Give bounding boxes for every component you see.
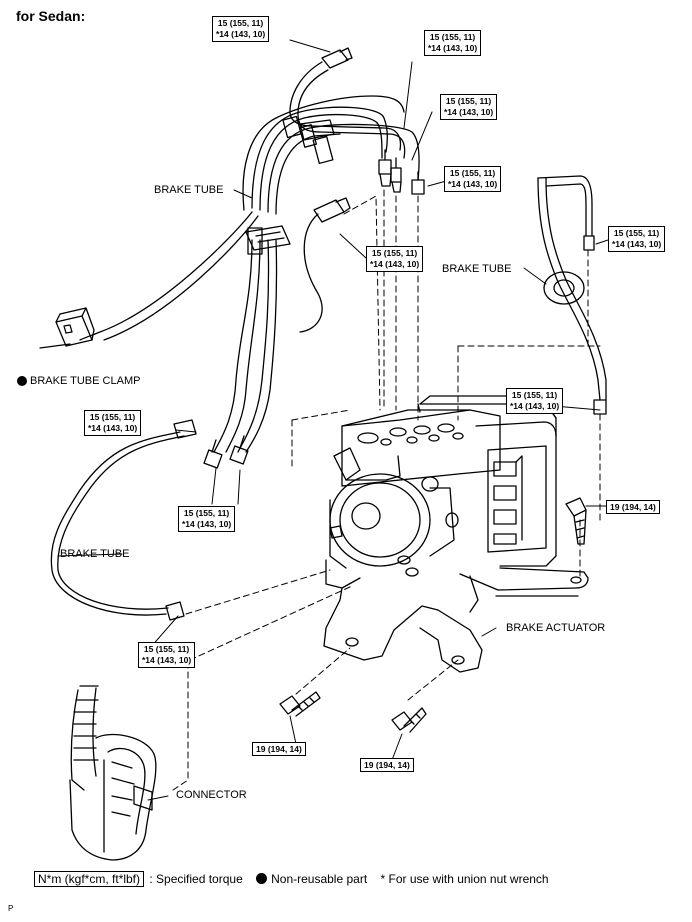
torque-std-value: 15 (155, 11) [445, 96, 492, 106]
connector-part [69, 685, 157, 861]
brake-tube-label: BRAKE TUBE [60, 548, 130, 560]
connector-label: CONNECTOR [176, 789, 247, 801]
torque-std-value: 15 (155, 11) [613, 228, 660, 238]
brake-tube-label: BRAKE TUBE [154, 184, 224, 196]
torque-box: 15 (155, 11) *14 (143, 10) [506, 388, 564, 414]
torque-std-value: 15 (155, 11) [511, 390, 558, 400]
torque-std-value: 15 (155, 11) [371, 248, 418, 258]
bolt-torque-box: 19 (194, 14) [360, 758, 414, 772]
corner-mark: P [8, 904, 14, 913]
union-nut-note: * For use with union nut wrench [380, 872, 549, 886]
actuator-bracket [323, 559, 589, 673]
upper-brake-tube-bundle [242, 61, 420, 215]
torque-box: 15 (155, 11) *14 (143, 10) [84, 410, 142, 436]
torque-wrench-value: *14 (143, 10) [444, 107, 494, 117]
torque-unit-box: N*m (kgf*cm, ft*lbf) [34, 871, 145, 887]
upper-fittings [321, 47, 425, 195]
long-brake-tubes [213, 239, 278, 453]
legend: N*m (kgf*cm, ft*lbf) : Specified torque … [34, 871, 549, 887]
section-title: for Sedan: [16, 8, 86, 24]
torque-std-value: 15 (155, 11) [143, 644, 190, 654]
brake-tube-clamp-part [55, 307, 95, 347]
torque-box: 15 (155, 11) *14 (143, 10) [440, 94, 498, 120]
specified-torque-text: : Specified torque [149, 872, 243, 886]
torque-wrench-value: *14 (143, 10) [428, 43, 478, 53]
torque-wrench-value: *14 (143, 10) [216, 29, 266, 39]
right-brake-tube [537, 175, 607, 415]
torque-wrench-value: *14 (143, 10) [448, 179, 498, 189]
bolt-torque-box: 19 (194, 14) [252, 742, 306, 756]
left-brake-tube [50, 419, 197, 621]
bolts [279, 497, 587, 733]
torque-std-value: 15 (155, 11) [429, 32, 476, 42]
loop-tube [299, 197, 351, 333]
torque-std-value: 15 (155, 11) [183, 508, 230, 518]
lower-fittings [203, 435, 249, 469]
torque-box: 15 (155, 11) *14 (143, 10) [444, 166, 502, 192]
brake-actuator-body [329, 395, 557, 577]
torque-std-value: 15 (155, 11) [449, 168, 496, 178]
clamp-tube [39, 211, 259, 349]
non-reusable-text: Non-reusable part [271, 872, 368, 886]
torque-wrench-value: *14 (143, 10) [510, 401, 560, 411]
torque-wrench-value: *14 (143, 10) [182, 519, 232, 529]
torque-wrench-value: *14 (143, 10) [370, 259, 420, 269]
guide-lines [169, 189, 601, 793]
upper-clamp-blocks [282, 115, 335, 165]
middle-clamp [245, 225, 291, 255]
torque-std-value: 15 (155, 11) [217, 18, 264, 28]
brake-tube-clamp-label: BRAKE TUBE CLAMP [30, 375, 141, 387]
torque-wrench-value: *14 (143, 10) [142, 655, 192, 665]
torque-box: 15 (155, 11) *14 (143, 10) [212, 16, 270, 42]
torque-box: 15 (155, 11) *14 (143, 10) [424, 30, 482, 56]
torque-std-value: 15 (155, 11) [89, 412, 136, 422]
brake-actuator-label: BRAKE ACTUATOR [506, 622, 606, 634]
torque-wrench-value: *14 (143, 10) [88, 423, 138, 433]
bolt-torque-box: 19 (194, 14) [606, 500, 660, 514]
non-reusable-marker [17, 376, 27, 386]
torque-box: 15 (155, 11) *14 (143, 10) [138, 642, 196, 668]
brake-tube-label: BRAKE TUBE [442, 263, 512, 275]
torque-box: 15 (155, 11) *14 (143, 10) [608, 226, 666, 252]
torque-box: 15 (155, 11) *14 (143, 10) [178, 506, 236, 532]
torque-box: 15 (155, 11) *14 (143, 10) [366, 246, 424, 272]
non-reusable-icon [256, 873, 268, 884]
torque-wrench-value: *14 (143, 10) [612, 239, 662, 249]
